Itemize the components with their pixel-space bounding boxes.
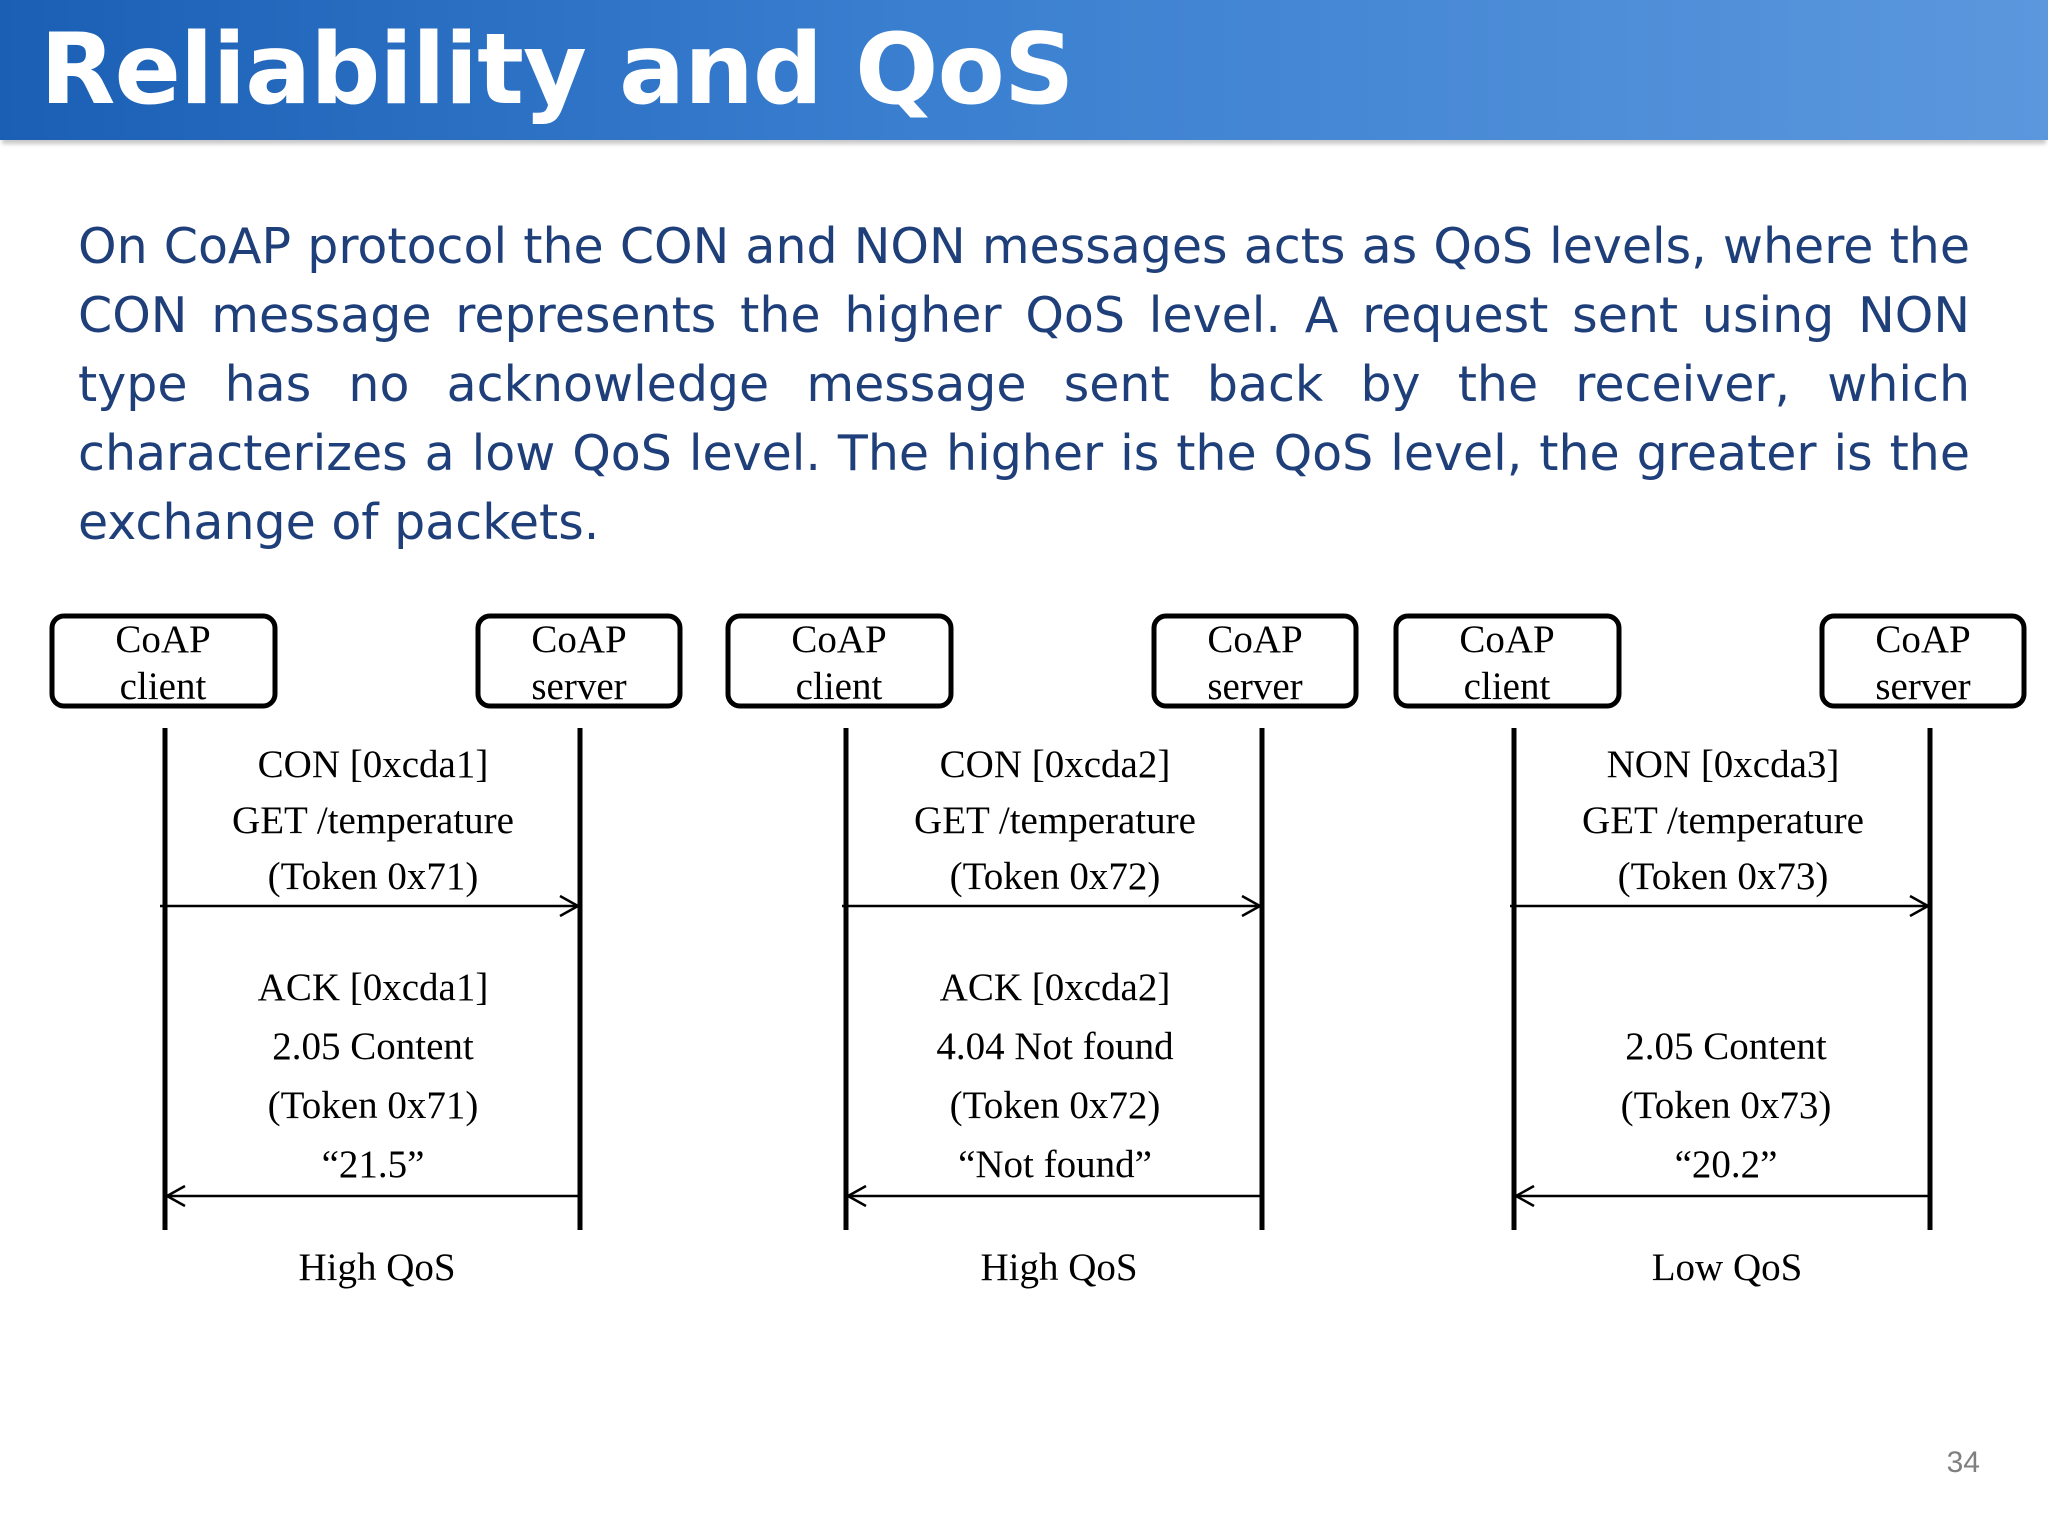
request-line2: GET /temperature [1582, 799, 1864, 842]
response-line3: (Token 0x72) [950, 1084, 1161, 1127]
sequence-diagrams: CoAP client CoAP server CON [0xcda1] GET… [49, 613, 2027, 1289]
response-line4: “20.2” [1675, 1143, 1778, 1186]
sequence-diagram-non: CoAP client CoAP server NON [0xcda3] GET… [1393, 613, 2027, 1289]
response-line1: ACK [0xcda2] [940, 966, 1171, 1009]
request-line3: (Token 0x73) [1618, 855, 1829, 898]
qos-label: High QoS [298, 1246, 455, 1289]
response-line3: (Token 0x71) [268, 1084, 479, 1127]
server-box [475, 613, 683, 709]
request-line2: GET /temperature [914, 799, 1196, 842]
request-line2: GET /temperature [232, 799, 514, 842]
slide-paragraph: On CoAP protocol the CON and NON message… [78, 218, 1970, 551]
slide-title: Reliability and QoS [40, 13, 1074, 127]
request-arrow [842, 894, 1263, 918]
client-label-line1: CoAP [1459, 618, 1554, 661]
client-box [725, 613, 954, 709]
server-box [1151, 613, 1359, 709]
request-line3: (Token 0x72) [950, 855, 1161, 898]
client-label-line1: CoAP [791, 618, 886, 661]
qos-label: High QoS [980, 1246, 1137, 1289]
client-box [49, 613, 278, 709]
server-label-line1: CoAP [1207, 618, 1302, 661]
response-line2: 4.04 Not found [936, 1025, 1174, 1068]
request-line1: CON [0xcda1] [258, 743, 489, 786]
client-label-line1: CoAP [115, 618, 210, 661]
server-label-line2: server [1207, 665, 1302, 708]
sequence-diagram-con-1: CoAP client CoAP server CON [0xcda1] GET… [49, 613, 683, 1289]
response-line4: “Not found” [958, 1143, 1152, 1186]
response-line2: 2.05 Content [1625, 1025, 1827, 1068]
response-line3: (Token 0x73) [1621, 1084, 1832, 1127]
client-label-line2: client [1464, 665, 1551, 708]
request-arrow [1510, 894, 1931, 918]
client-label-line2: client [120, 665, 207, 708]
response-arrow [1513, 1184, 1930, 1208]
server-label-line1: CoAP [531, 618, 626, 661]
request-arrow [160, 894, 581, 918]
server-label-line2: server [531, 665, 626, 708]
server-label-line2: server [1875, 665, 1970, 708]
sequence-diagram-con-2: CoAP client CoAP server CON [0xcda2] GET… [725, 613, 1359, 1289]
request-line3: (Token 0x71) [268, 855, 479, 898]
server-box [1819, 613, 2027, 709]
client-box [1393, 613, 1622, 709]
response-arrow [845, 1184, 1262, 1208]
request-line1: CON [0xcda2] [940, 743, 1171, 786]
qos-label: Low QoS [1652, 1246, 1803, 1289]
response-line1: ACK [0xcda1] [258, 966, 489, 1009]
response-arrow [164, 1184, 580, 1208]
client-label-line2: client [796, 665, 883, 708]
response-line4: “21.5” [322, 1143, 425, 1186]
server-label-line1: CoAP [1875, 618, 1970, 661]
request-line1: NON [0xcda3] [1607, 743, 1840, 786]
response-line2: 2.05 Content [272, 1025, 474, 1068]
title-bar: Reliability and QoS [0, 0, 2048, 140]
page-number: 34 [1946, 1446, 1980, 1479]
